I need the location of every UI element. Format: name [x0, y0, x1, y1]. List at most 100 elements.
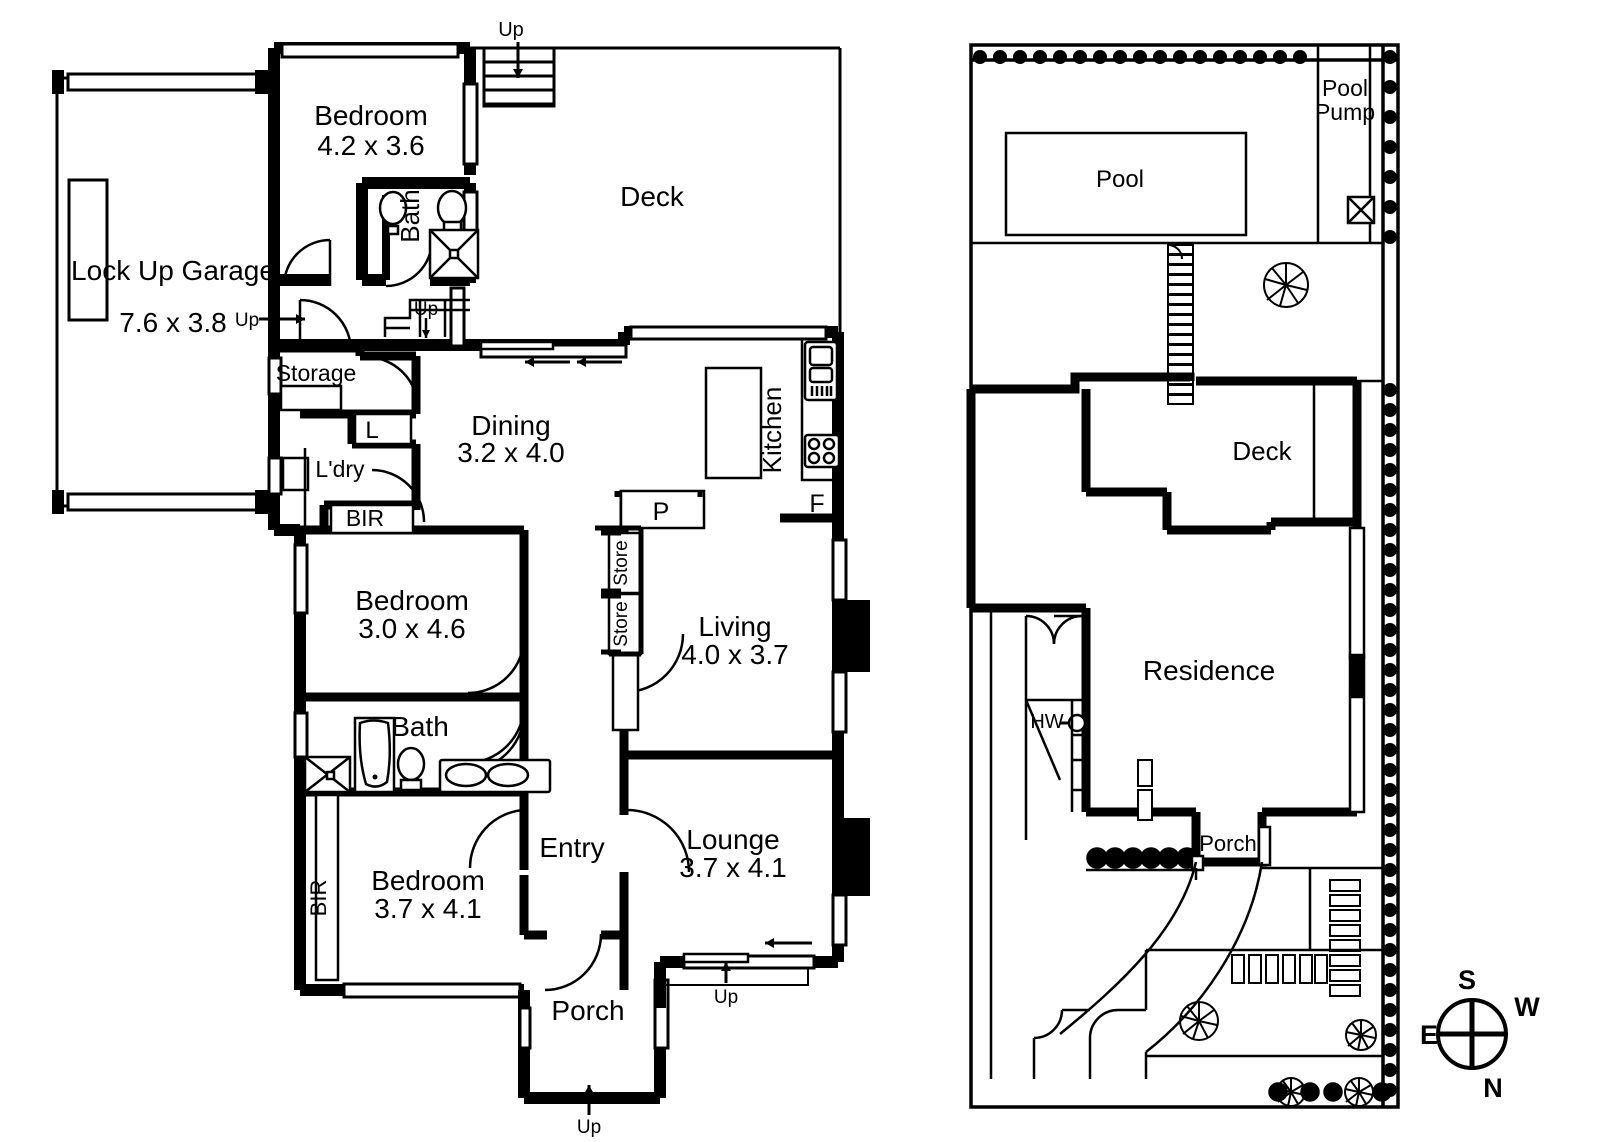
window-bedroom1-east-upper — [462, 82, 479, 166]
entry-label: Entry — [539, 832, 604, 863]
site-deck-label: Deck — [1232, 436, 1292, 466]
stair-label-up-hall: Up — [414, 299, 438, 320]
dining-table — [704, 366, 763, 480]
pantry-box — [619, 489, 706, 530]
closet-frames — [601, 491, 703, 655]
fridge-label: F — [809, 490, 824, 518]
site-thin-areas — [1086, 379, 1383, 1058]
deck-label: Deck — [620, 181, 685, 212]
bedroom2-label: Bedroom — [355, 585, 469, 616]
paving-strips-horizontal — [1231, 954, 1328, 984]
kitchen-bench — [800, 339, 838, 482]
room-labels: Lock Up Garage 7.6 x 3.8 Bedroom 4.2 x 3… — [71, 100, 825, 1026]
site-plan-panel: Pool Pool Pump — [966, 43, 1400, 1109]
bedroom2-dimensions: 3.0 x 4.6 — [358, 613, 465, 644]
compass-label-south: S — [1458, 965, 1476, 995]
stair-label-up-lounge: Up — [714, 987, 738, 1008]
lounge-label: Lounge — [686, 824, 779, 855]
kitchen-label: Kitchen — [757, 387, 787, 474]
compass-label-west: W — [1514, 992, 1540, 1022]
store-lower-box — [611, 653, 640, 732]
tree-upper — [1263, 262, 1309, 308]
bedroom1-dimensions: 4.2 x 3.6 — [317, 130, 424, 161]
garage-thick-ends — [52, 70, 269, 514]
store1-box — [607, 531, 643, 595]
linen-box — [353, 412, 413, 446]
living-thin-walls — [595, 525, 644, 657]
linen-label: L — [365, 417, 378, 444]
laundry-label: L'dry — [315, 456, 365, 482]
house-shrubs-bottom-row — [1268, 1082, 1392, 1102]
stair-arrow-deck — [513, 42, 523, 78]
bath-main-fixtures — [303, 716, 552, 794]
residence-west-wall-ticks — [1070, 700, 1086, 812]
residence-east-window — [1348, 526, 1366, 814]
dining-label: Dining — [471, 410, 550, 441]
residence-west-detail — [969, 608, 1148, 1079]
window-bedroom2-west — [293, 543, 309, 615]
bedroom1-label: Bedroom — [314, 100, 428, 131]
pool-steps-rail — [1167, 244, 1183, 260]
pool-pump-unit — [1346, 195, 1376, 225]
bay-window-living — [840, 600, 870, 672]
paving-strips-right — [1329, 879, 1361, 997]
window-bedroom3-south — [342, 982, 522, 999]
stairs-hall — [383, 298, 470, 337]
window-hall-east — [449, 286, 466, 348]
bedroom3-label: Bedroom — [371, 865, 485, 896]
compass-rose: S W E N — [1420, 965, 1540, 1103]
compass-label-north: N — [1483, 1073, 1503, 1103]
house-shrubs-row — [1086, 847, 1198, 869]
closet-boxes — [314, 412, 706, 982]
store2-box — [607, 592, 643, 656]
lounge-dimensions: 3.7 x 4.1 — [679, 852, 786, 883]
window-living-east-north — [831, 538, 848, 602]
compass-label-east: E — [1420, 1020, 1438, 1050]
garage-dimensions: 7.6 x 3.8 — [119, 307, 226, 338]
living-dimensions: 4.0 x 3.7 — [681, 639, 788, 670]
pool-pump-label-line1: Pool — [1322, 75, 1368, 101]
hot-water-label: HW — [1030, 711, 1063, 733]
porch-label: Porch — [551, 995, 624, 1026]
pool-label: Pool — [1096, 166, 1144, 193]
bedroom3-dimensions: 3.7 x 4.1 — [374, 893, 481, 924]
sliding-door-dining — [479, 340, 628, 367]
site-porch-label: Porch — [1199, 831, 1256, 856]
window-bath-main-west — [293, 711, 309, 759]
bay-window-lounge — [840, 818, 870, 896]
boundary-shrubs-top — [973, 50, 1307, 64]
tree-lower-right — [1345, 1019, 1377, 1051]
kitchen-fixtures — [803, 340, 841, 469]
site-residence-label: Residence — [1143, 655, 1275, 686]
window-living-east-south — [831, 670, 848, 734]
pool-pump-label-line2: Pump — [1315, 99, 1375, 125]
window-laundry-west — [267, 456, 283, 496]
store2-label: Store — [611, 601, 632, 646]
window-lounge-east — [831, 893, 848, 947]
stair-arrow-hall — [422, 318, 430, 338]
bir1-box — [329, 503, 415, 535]
window-porch-west — [518, 1006, 532, 1050]
sliding-door-lounge-south — [682, 938, 816, 970]
floor-plan-panel: Up Up Up Up Up — [52, 19, 870, 1138]
stair-label-up-porch: Up — [577, 1117, 601, 1138]
stair-label-up-deck: Up — [498, 19, 524, 41]
site-porch-window — [1190, 825, 1272, 872]
paving-strips-deck-side — [1137, 759, 1153, 821]
bir1-label: BIR — [346, 505, 384, 531]
bir2-label: BIR — [306, 880, 331, 917]
pool-shape — [1004, 131, 1248, 237]
stair-label-up-garage: Up — [235, 310, 259, 331]
ensuite-fixtures — [378, 189, 480, 280]
ensuite-label: Bath — [395, 189, 425, 243]
dining-dimensions: 3.2 x 4.0 — [457, 437, 564, 468]
garage-label-line1: Lock Up Garage — [71, 255, 275, 286]
sliding-door-kitchen-north — [629, 325, 828, 341]
storage-label: Storage — [276, 360, 357, 386]
store1-label: Store — [611, 540, 632, 585]
window-bedroom1-north — [280, 42, 460, 59]
pantry-label: P — [653, 498, 670, 526]
window-garage-side-upper — [267, 356, 283, 396]
